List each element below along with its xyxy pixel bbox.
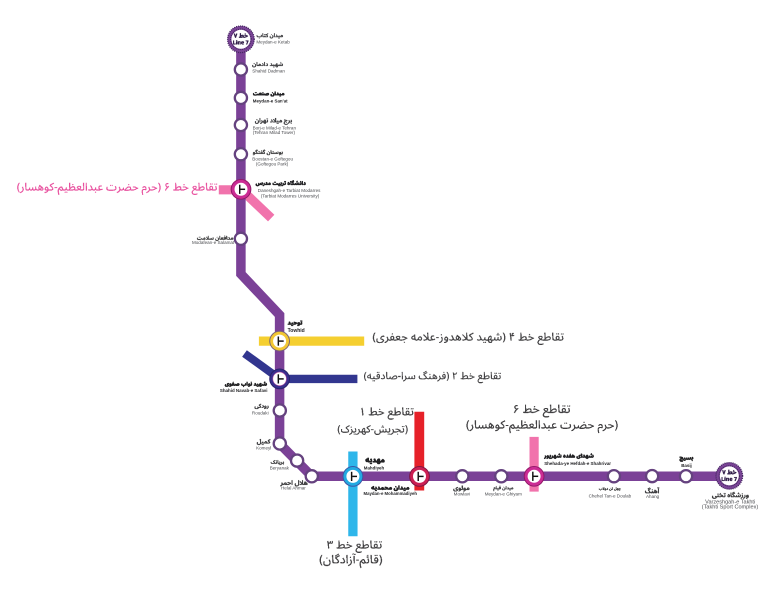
svg-text:Shehada-ye Hefdah-e Shahrivar: Shehada-ye Hefdah-e Shahrivar (544, 461, 611, 466)
svg-text:Shahid Dadman: Shahid Dadman (252, 69, 285, 74)
svg-text:Towhid: Towhid (288, 328, 305, 334)
svg-text:Meydan-e Ghiyam: Meydan-e Ghiyam (485, 492, 522, 497)
svg-text:(Tarbiat Modarres University): (Tarbiat Modarres University) (261, 193, 320, 198)
svg-text:Chehel Tan-e Doulab: Chehel Tan-e Doulab (589, 493, 632, 498)
svg-text:(Takhti Sport Complex): (Takhti Sport Complex) (702, 505, 759, 511)
svg-text:Komeyl: Komeyl (256, 445, 271, 450)
svg-text:Boostan-e Goftegou: Boostan-e Goftegou (252, 156, 293, 161)
svg-text:Helal Ahmar: Helal Ahmar (281, 486, 306, 491)
svg-text:Beryanak: Beryanak (270, 466, 290, 471)
svg-text:Modafean-e Salamat: Modafean-e Salamat (192, 240, 235, 245)
svg-text:Shahid Navab-e Safavi: Shahid Navab-e Safavi (220, 388, 268, 393)
svg-text:Ahang: Ahang (646, 494, 660, 499)
svg-text:Mahdiyeh: Mahdiyeh (364, 466, 385, 471)
svg-text:Mowlavi: Mowlavi (454, 492, 470, 497)
svg-text:(Tehran Milad Tower): (Tehran Milad Tower) (253, 130, 296, 135)
svg-text:Varzeshgah-e Takhti: Varzeshgah-e Takhti (705, 499, 755, 505)
svg-text:Borj-e Milad-e Tehran: Borj-e Milad-e Tehran (253, 125, 297, 130)
svg-text:(Goftegou Park): (Goftegou Park) (256, 161, 289, 166)
svg-text:Roudaki: Roudaki (252, 410, 269, 415)
svg-text:Basij: Basij (681, 463, 692, 468)
svg-text:Meydan-e Ketab: Meydan-e Ketab (256, 40, 290, 45)
svg-text:Meydan-e San'at: Meydan-e San'at (253, 99, 288, 104)
svg-text:Daneshgah-e Tarbiat Modarres: Daneshgah-e Tarbiat Modarres (258, 188, 321, 193)
svg-text:Maydan-e Mohammadiyeh: Maydan-e Mohammadiyeh (364, 491, 418, 496)
